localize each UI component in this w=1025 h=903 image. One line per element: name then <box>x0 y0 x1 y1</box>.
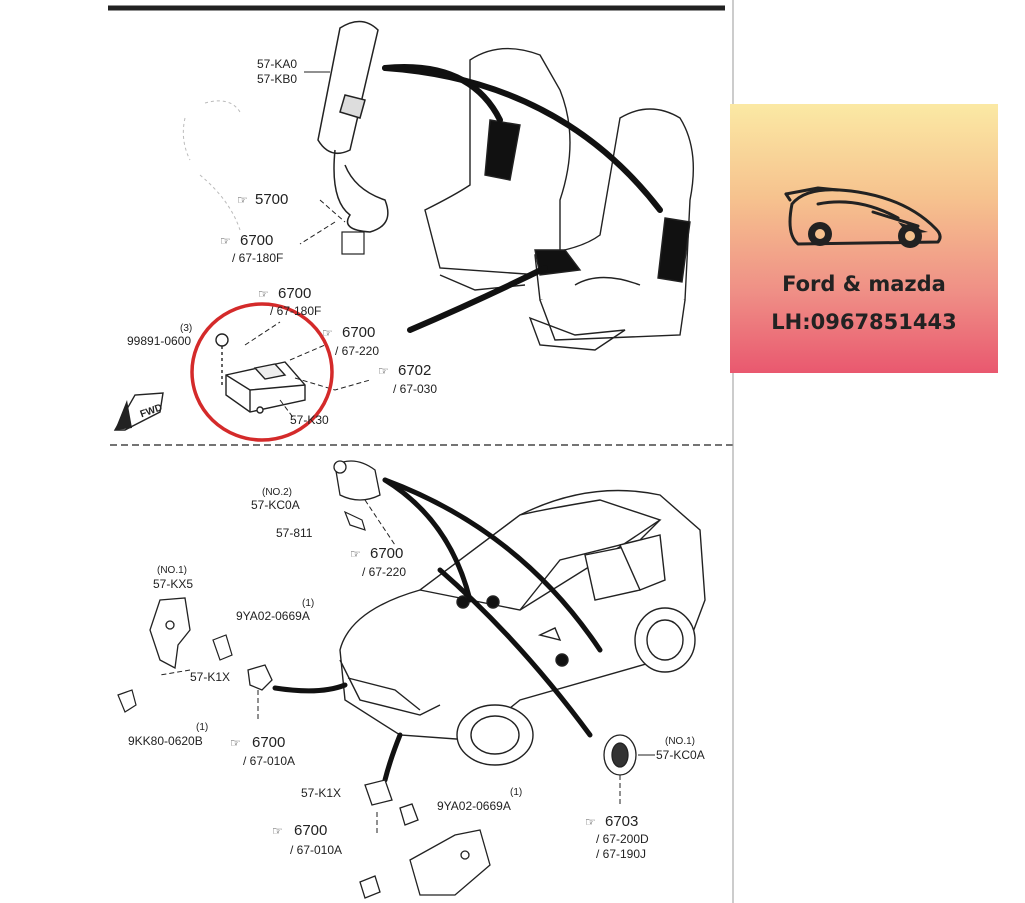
part-9ya02-b: 9YA02-0669A <box>437 799 511 813</box>
hand-icon: ☞ <box>585 815 596 829</box>
ref-5700: ☞ 5700 <box>237 191 288 208</box>
ref-6700-d: ☞ 6700 / 67-220 <box>350 545 406 579</box>
ref-6702: ☞ 6702 / 67-030 <box>378 362 437 396</box>
no2-label: (NO.2) <box>262 487 292 498</box>
bracket-57-kx5 <box>149 597 191 670</box>
ref-6700-c: ☞ 6700 / 67-220 <box>322 324 379 358</box>
part-57-kc0a-bottom: 57-KC0A <box>656 748 705 762</box>
svg-text:6700: 6700 <box>252 734 285 751</box>
leader-lines-bottom <box>159 499 621 835</box>
promo-phone: LH:0967851443 <box>771 310 957 334</box>
front-sensor-57-k1x-bottom <box>359 779 491 899</box>
svg-text:6700: 6700 <box>342 324 375 341</box>
qty-3: (3) <box>180 323 192 334</box>
highlight-circle <box>190 302 334 442</box>
pointer-curves-bottom <box>272 477 603 783</box>
bolt-57-811 <box>343 510 366 531</box>
ref-6700-b: ☞ 6700 / 67-180F <box>258 285 321 318</box>
part-57-ka0: 57-KA0 <box>257 57 297 71</box>
svg-text:6702: 6702 <box>398 362 431 379</box>
fwd-arrow: FWD <box>113 392 164 431</box>
svg-text:/ 67-180F: / 67-180F <box>232 251 283 265</box>
part-57-kx5: 57-KX5 <box>153 577 193 591</box>
part-57-kb0: 57-KB0 <box>257 72 297 86</box>
hand-icon: ☞ <box>258 287 269 301</box>
part-57-k1x-b: 57-K1X <box>301 786 341 800</box>
qty-1-a: (1) <box>302 598 314 609</box>
part-99891: 99891-0600 <box>127 334 191 348</box>
hand-icon: ☞ <box>220 234 231 248</box>
hand-icon: ☞ <box>350 547 361 561</box>
front-sensor-57-k1x <box>247 664 273 691</box>
svg-text:5700: 5700 <box>255 191 288 208</box>
phantom-outline <box>182 100 241 231</box>
side-airbag-module <box>317 20 389 233</box>
svg-text:6703: 6703 <box>605 813 638 830</box>
part-57-k30: 57-K30 <box>290 413 329 427</box>
car-illustration <box>339 489 706 766</box>
hand-icon: ☞ <box>237 193 248 207</box>
clock-spring-no2 <box>333 460 381 501</box>
svg-text:6700: 6700 <box>278 285 311 302</box>
no1-label-a: (NO.1) <box>157 565 187 576</box>
svg-text:6700: 6700 <box>370 545 403 562</box>
part-9ya02-a: 9YA02-0669A <box>236 609 310 623</box>
hand-icon: ☞ <box>230 736 241 750</box>
pointer-curves-top <box>382 64 663 333</box>
svg-text:/ 67-200D: / 67-200D <box>596 832 649 846</box>
ref-6700-e: ☞ 6700 / 67-010A <box>230 734 295 768</box>
qty-1-c: (1) <box>510 787 522 798</box>
front-seats-illustration <box>424 47 694 351</box>
svg-text:/ 67-030: / 67-030 <box>393 382 437 396</box>
no1-label-b: (NO.1) <box>665 736 695 747</box>
svg-text:/ 67-190J: / 67-190J <box>596 847 646 861</box>
svg-text:6700: 6700 <box>294 822 327 839</box>
airbag-control-unit <box>215 333 306 414</box>
part-57-kc0a-top: 57-KC0A <box>251 498 300 512</box>
part-57-811: 57-811 <box>276 526 313 540</box>
ref-6700-f: ☞ 6700 / 67-010A <box>272 822 342 857</box>
qty-1-b: (1) <box>196 722 208 733</box>
leader-lines <box>244 199 371 421</box>
promo-banner: Ford & mazda LH:0967851443 <box>730 104 998 373</box>
svg-text:/ 67-220: / 67-220 <box>335 344 379 358</box>
part-9kk80: 9KK80-0620B <box>128 734 203 748</box>
bolt-9ya02-a <box>212 634 233 661</box>
svg-text:/ 67-180F: / 67-180F <box>270 304 321 318</box>
part-57-k1x-a: 57-K1X <box>190 670 230 684</box>
ref-6700-a: ☞ 6700 / 67-180F <box>220 232 283 265</box>
hand-icon: ☞ <box>272 824 283 838</box>
svg-text:/ 67-220: / 67-220 <box>362 565 406 579</box>
hand-icon: ☞ <box>322 326 333 340</box>
connector <box>341 231 365 255</box>
hand-icon: ☞ <box>378 364 389 378</box>
promo-brand: Ford & mazda <box>782 272 946 296</box>
svg-text:/ 67-010A: / 67-010A <box>243 754 295 768</box>
svg-text:/ 67-010A: / 67-010A <box>290 843 342 857</box>
svg-text:6700: 6700 <box>240 232 273 249</box>
clock-spring-no1 <box>603 734 637 776</box>
bolt-9kk80 <box>117 689 137 713</box>
ref-6703: ☞ 6703 / 67-200D / 67-190J <box>585 813 649 861</box>
sports-car-logo-icon <box>784 186 942 248</box>
